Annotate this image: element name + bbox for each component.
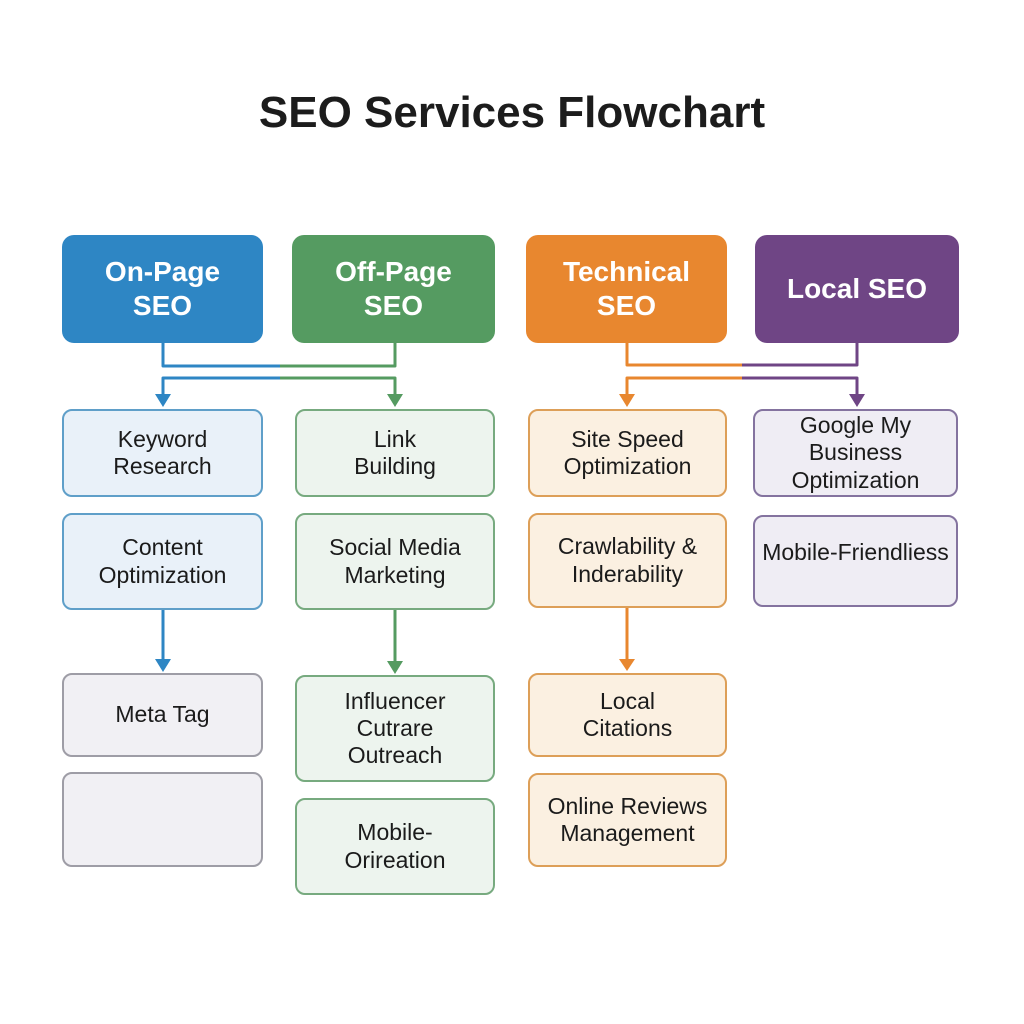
connector-offpage-branch	[280, 376, 397, 396]
connector-onpage-branch	[161, 376, 280, 396]
connector-technical-down	[625, 343, 742, 367]
page-title: SEO Services Flowchart	[258, 88, 766, 137]
box-mobile-orireation: Mobile- Orireation	[295, 798, 495, 895]
box-keyword-research: Keyword Research	[62, 409, 263, 497]
header-local-seo: Local SEO	[755, 235, 959, 343]
arrow-down-icon	[387, 661, 403, 674]
box-local-citations: Local Citations	[528, 673, 727, 757]
box-google-my-business: Google My Business Optimization	[753, 409, 958, 497]
arrow-down-icon	[619, 659, 635, 671]
box-crawlability-inderability: Crawlability & Inderability	[528, 513, 727, 608]
connector-technical-branch	[625, 376, 742, 396]
connector-offpage-down	[280, 343, 397, 368]
header-on-page-seo: On-Page SEO	[62, 235, 263, 343]
arrow-down-icon	[387, 394, 403, 407]
connector-local-branch	[742, 376, 859, 396]
header-off-page-seo: Off-Page SEO	[292, 235, 495, 343]
arrow-down-icon	[155, 659, 171, 672]
box-social-media-marketing: Social Media Marketing	[295, 513, 495, 610]
arrow-down-icon	[619, 394, 635, 407]
box-link-building: Link Building	[295, 409, 495, 497]
box-empty	[62, 772, 263, 867]
box-online-reviews-management: Online Reviews Management	[528, 773, 727, 867]
box-site-speed-optimization: Site Speed Optimization	[528, 409, 727, 497]
connector-local-down	[742, 343, 859, 367]
box-meta-tag: Meta Tag	[62, 673, 263, 757]
arrow-down-icon	[155, 394, 171, 407]
box-content-optimization: Content Optimization	[62, 513, 263, 610]
connector-onpage-down	[161, 343, 280, 368]
arrow-down-icon	[849, 394, 865, 407]
header-technical-seo: Technical SEO	[526, 235, 727, 343]
box-mobile-friendliess: Mobile-Friendliess	[753, 515, 958, 607]
box-influencer-outreach: Influencer Cutrare Outreach	[295, 675, 495, 782]
